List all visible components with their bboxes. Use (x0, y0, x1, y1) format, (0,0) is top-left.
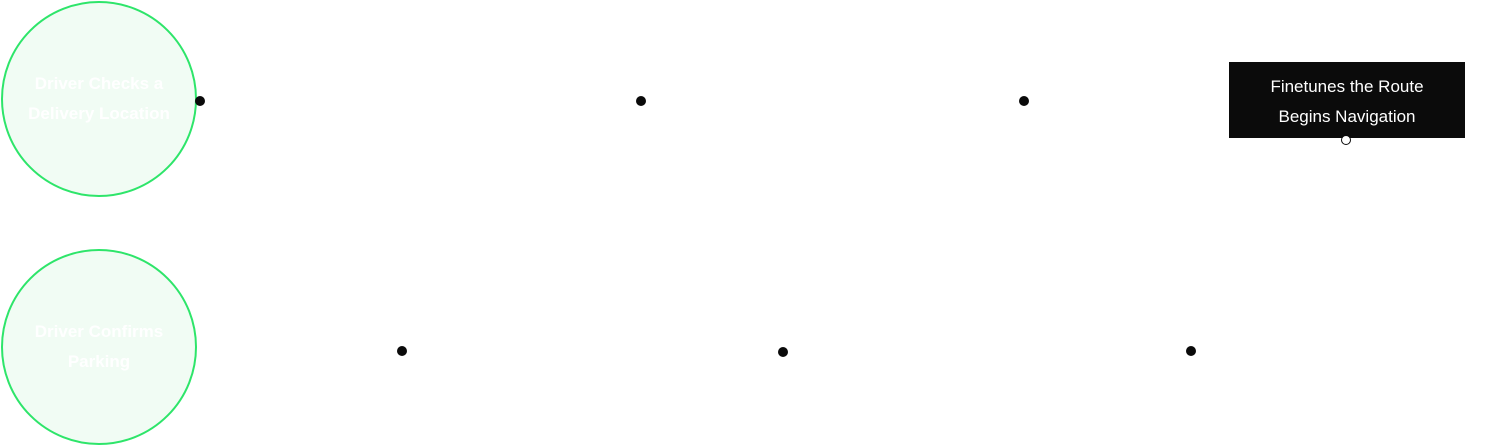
connector-dot[interactable] (636, 96, 646, 106)
connector-dot[interactable] (778, 347, 788, 357)
connector-dot[interactable] (1019, 96, 1029, 106)
node-driver-checks-location[interactable]: Driver Checks a Delivery Location (1, 1, 197, 197)
route-callout: Finetunes the Route Begins Navigation (1229, 62, 1465, 138)
node-label: Driver Checks a Delivery Location (28, 74, 170, 123)
callout-line-2: Begins Navigation (1278, 107, 1416, 126)
callout-line-1: Finetunes the Route (1270, 77, 1424, 96)
connector-dot[interactable] (1186, 346, 1196, 356)
callout-anchor-dot[interactable] (1341, 135, 1351, 145)
node-driver-confirms-parking[interactable]: Driver Confirms Parking (1, 249, 197, 445)
connector-dot[interactable] (195, 96, 205, 106)
node-label: Driver Confirms Parking (34, 322, 164, 371)
connector-dot[interactable] (397, 346, 407, 356)
